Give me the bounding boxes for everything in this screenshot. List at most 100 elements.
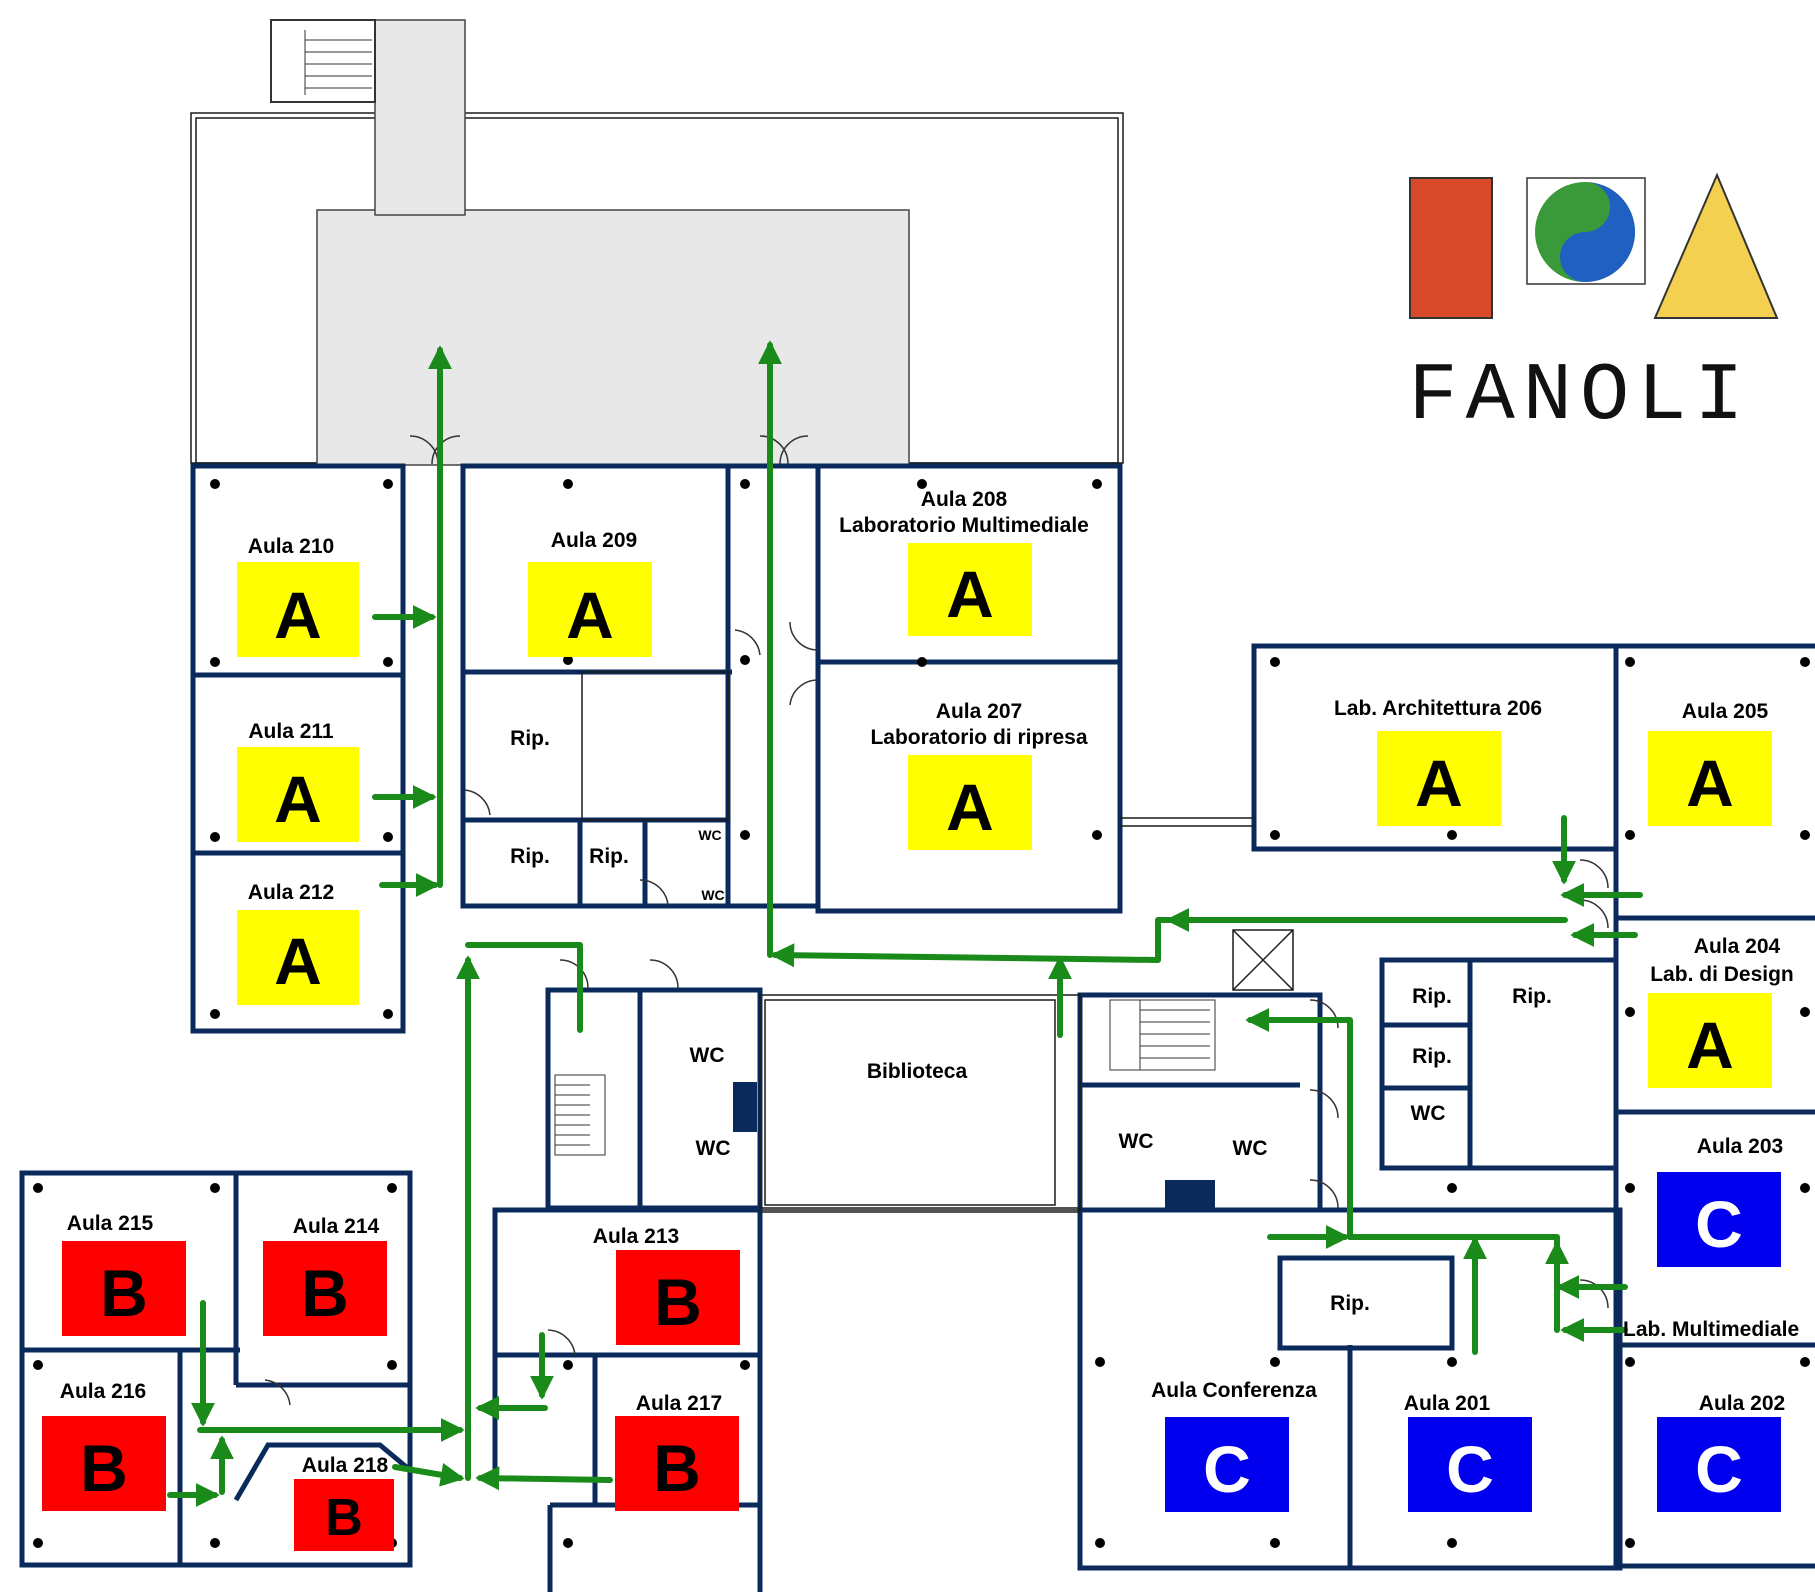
room-204-category: A xyxy=(1686,1008,1734,1082)
room-208-sublabel: Laboratorio Multimediale xyxy=(839,514,1089,537)
room-206: Lab. Architettura 206 A xyxy=(1334,697,1542,826)
doors xyxy=(264,435,1609,1406)
room-218-category: B xyxy=(325,1489,363,1547)
category-a-box xyxy=(528,562,652,657)
room-211-label: Aula 211 xyxy=(248,720,334,743)
room-214-category: B xyxy=(301,1256,349,1330)
room-202-category: C xyxy=(1695,1432,1743,1506)
room-204-label: Aula 204 xyxy=(1694,935,1781,958)
room-208-category: A xyxy=(946,557,994,631)
rip-label: Rip. xyxy=(589,845,629,868)
room-214: Aula 214 B xyxy=(263,1215,387,1336)
room-207: Aula 207 Laboratorio di ripresa A xyxy=(870,700,1088,850)
category-a-box xyxy=(237,910,359,1005)
wc-label: WC xyxy=(696,1137,731,1160)
room-218-label: Aula 218 xyxy=(302,1454,389,1477)
wing-east xyxy=(1077,643,1815,1571)
conferenza-category: C xyxy=(1203,1432,1251,1506)
category-a-box xyxy=(237,562,359,657)
room-205-label: Aula 205 xyxy=(1682,700,1769,723)
room-211-category: A xyxy=(274,762,322,836)
room-212: Aula 212 A xyxy=(237,881,359,1005)
rip-label: Rip. xyxy=(1512,985,1552,1008)
room-213: Aula 213 B xyxy=(593,1225,740,1345)
rip-label: Rip. xyxy=(510,845,550,868)
service-labels: Biblioteca Rip. Rip. Rip. WC WC WC WC WC… xyxy=(510,727,1552,1315)
room-202-label: Aula 202 xyxy=(1699,1392,1785,1415)
room-203-label: Aula 203 xyxy=(1697,1135,1783,1158)
room-212-label: Aula 212 xyxy=(248,881,334,904)
room-217-category: B xyxy=(653,1431,701,1505)
building-outline xyxy=(190,19,1124,466)
courtyard xyxy=(316,209,910,466)
wc-label: WC xyxy=(701,887,724,903)
room-216-category: B xyxy=(80,1431,128,1505)
room-209: Aula 209 A xyxy=(528,529,652,657)
room-216-label: Aula 216 xyxy=(60,1380,146,1403)
category-a-box xyxy=(908,543,1032,636)
wing-south xyxy=(19,1170,1080,1592)
wc-label: WC xyxy=(698,827,721,843)
room-210-category: A xyxy=(274,578,322,652)
room-209-category: A xyxy=(566,578,614,652)
room-207-label: Aula 207 xyxy=(936,700,1022,723)
room-216: Aula 216 B xyxy=(42,1380,166,1511)
room-214-label: Aula 214 xyxy=(293,1215,380,1238)
room-215-label: Aula 215 xyxy=(67,1212,154,1235)
category-b-box xyxy=(62,1241,186,1336)
category-a-box xyxy=(237,747,359,842)
room-217-label: Aula 217 xyxy=(636,1392,722,1415)
rip-label: Rip. xyxy=(510,727,550,750)
evacuation-routes xyxy=(167,340,1643,1507)
room-206-label: Lab. Architettura 206 xyxy=(1334,697,1542,720)
top-staircase xyxy=(270,19,376,103)
category-b-box xyxy=(263,1241,387,1336)
room-202: Aula 202 C xyxy=(1657,1392,1785,1512)
room-203: Aula 203 C xyxy=(1657,1135,1783,1267)
room-215-category: B xyxy=(100,1256,148,1330)
room-207-sublabel: Laboratorio di ripresa xyxy=(870,726,1087,749)
logo-wordmark: FANOLI xyxy=(1408,350,1751,443)
category-b-box xyxy=(294,1479,394,1551)
room-201-category: C xyxy=(1446,1432,1494,1506)
room-211: Aula 211 A xyxy=(237,720,359,842)
wc-label: WC xyxy=(690,1044,725,1067)
fanoli-logo: FANOLI xyxy=(1408,172,1779,443)
category-a-box xyxy=(1377,731,1501,826)
category-c-box xyxy=(1165,1417,1289,1512)
category-c-box xyxy=(1657,1417,1781,1512)
room-209-label: Aula 209 xyxy=(551,529,637,552)
wc-label: WC xyxy=(1411,1102,1446,1125)
category-a-box xyxy=(1648,731,1772,826)
category-a-box xyxy=(908,755,1032,850)
rip-label: Rip. xyxy=(1330,1292,1370,1315)
logo-red-square xyxy=(1409,177,1493,319)
room-210: Aula 210 A xyxy=(237,535,359,657)
logo-yellow-triangle xyxy=(1653,172,1779,319)
biblioteca-label: Biblioteca xyxy=(867,1060,968,1083)
rip-label: Rip. xyxy=(1412,985,1452,1008)
category-b-box xyxy=(616,1250,740,1345)
column-dots xyxy=(33,479,1810,1548)
room-204: Aula 204 Lab. di Design A xyxy=(1648,935,1794,1088)
room-215: Aula 215 B xyxy=(62,1212,186,1336)
room-212-category: A xyxy=(274,924,322,998)
category-b-box xyxy=(615,1416,739,1511)
room-217: Aula 217 B xyxy=(615,1392,739,1511)
room-210-label: Aula 210 xyxy=(248,535,334,558)
room-213-label: Aula 213 xyxy=(593,1225,679,1248)
room-lab-multimediale: Lab. Multimediale xyxy=(1623,1318,1799,1341)
wc-label: WC xyxy=(1233,1137,1268,1160)
wing-west-a xyxy=(190,463,1123,1034)
stair-corridor xyxy=(374,19,466,216)
room-201: Aula 201 C xyxy=(1404,1392,1532,1512)
category-c-box xyxy=(1657,1172,1781,1267)
wing-central xyxy=(545,987,1216,1211)
room-208-label: Aula 208 xyxy=(921,488,1008,511)
category-a-box xyxy=(1648,993,1772,1088)
category-b-box xyxy=(42,1416,166,1511)
room-203-category: C xyxy=(1695,1187,1743,1261)
room-208: Aula 208 Laboratorio Multimediale A xyxy=(839,488,1089,636)
room-205: Aula 205 A xyxy=(1648,700,1772,826)
